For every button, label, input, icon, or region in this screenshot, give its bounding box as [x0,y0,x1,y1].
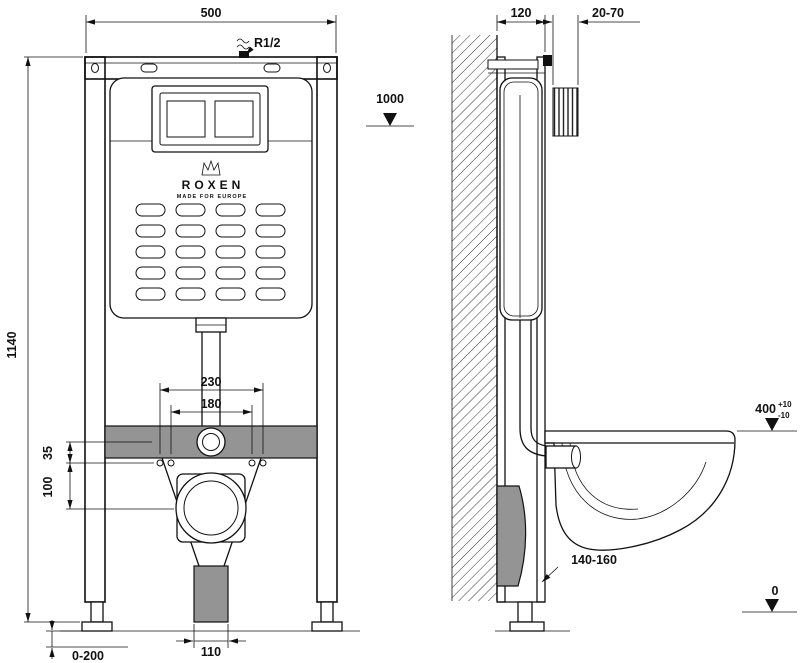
front-view: ROXEN MADE FOR EUROPE [5,6,414,663]
level-mark-floor: 0 [742,584,797,613]
fixing-studs [156,459,267,467]
dim-wall-finish-range: 20-70 [543,6,640,85]
foot-right [311,601,343,632]
foot-side [509,601,545,632]
brand-tagline: MADE FOR EUROPE [177,194,248,200]
dim-offsets-left: 35 100 [41,441,174,510]
dim-offset-small-label: 35 [41,446,55,460]
dim-bowl-height: 400 +10 -10 [737,400,797,432]
dim-outlet-distance-label: 140-160 [571,553,617,567]
dim-water-inlet-label: R1/2 [254,36,280,50]
dim-span-inner-label: 180 [201,397,222,411]
dim-drain-pipe-width: 110 [176,624,246,659]
dim-frame-height-label: 1140 [5,331,19,358]
dim-wall-range-label: 20-70 [592,6,624,20]
dim-floor-level-label: 0 [772,584,779,598]
level-1000-label: 1000 [376,92,404,106]
cistern-side [499,77,543,321]
wall-section [451,35,498,601]
top-slot-left [140,63,158,73]
dim-frame-width-label: 500 [201,6,222,20]
dim-foot-adjust: 0-200 [46,620,128,663]
flush-button-small [166,100,206,138]
dim-foot-range-label: 0-200 [72,649,104,663]
drain-pipe [193,565,229,623]
dim-drain-width-label: 110 [201,645,221,659]
frame-right-rail [316,56,338,603]
dim-outlet-distance: 140-160 [541,553,617,583]
brand-logo: ROXEN MADE FOR EUROPE [177,159,248,200]
level-triangle-icon [765,418,779,431]
dim-frame-depth-label: 120 [511,6,532,20]
dim-bowl-height-tol-minus: -10 [778,411,790,420]
top-slot-right [263,63,281,73]
dim-frame-depth: 120 [496,6,546,52]
frame-side-rails [496,56,546,603]
corner-hole-right [323,63,331,73]
dim-span-outer-label: 230 [201,375,222,389]
drain-elbow [496,485,527,587]
flush-pipe-side [519,320,547,457]
frame-top-bar [84,56,338,80]
flush-plate [151,85,269,153]
level-triangle-icon [383,113,397,126]
dim-offset-large-label: 100 [41,477,55,498]
side-view: 120 20-70 400 +10 -10 140-160 0 [451,6,797,632]
corner-hole-left [91,63,99,73]
flush-pipe [195,317,227,427]
level-mark-1000: 1000 [366,92,414,127]
flush-panel-finished-wall [552,87,579,137]
cistern: ROXEN MADE FOR EUROPE [109,77,313,319]
dim-frame-width: 500 [85,6,337,53]
dim-bowl-height-label: 400 [755,402,776,416]
dim-frame-height: 1140 [5,56,83,623]
dim-fixing-span-outer: 230 [159,375,264,454]
drain-outlet [175,472,247,544]
dim-bowl-height-tol-plus: +10 [778,400,792,409]
level-triangle-icon [765,599,779,612]
foot-left [81,601,113,632]
flush-button-large [214,100,254,138]
flush-plate-side [487,55,552,74]
crown-icon [201,159,221,176]
dim-fixing-span-inner: 180 [170,397,253,454]
water-inlet-icon [236,38,254,58]
brand-name: ROXEN [182,178,245,192]
toilet-bowl [544,430,736,551]
frame-left-rail [84,56,106,603]
